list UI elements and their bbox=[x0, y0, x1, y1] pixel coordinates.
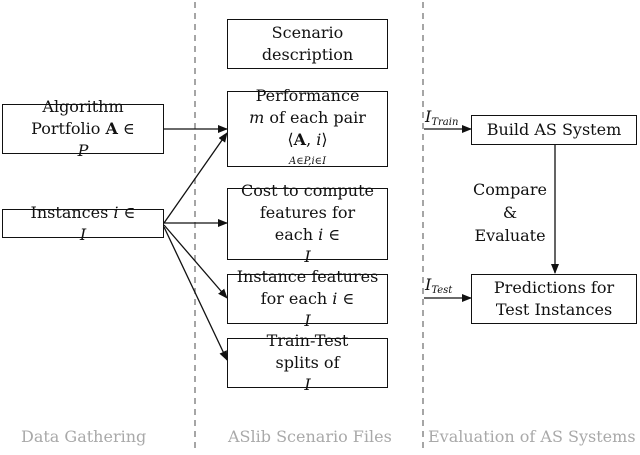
feature-cost-line-3: each i ∈ I bbox=[274, 225, 341, 266]
predictions-line-2: Test Instances bbox=[495, 300, 613, 319]
train-test-splits-box: Train-Test splits of I bbox=[227, 331, 388, 394]
instance-features-line-2: for each i ∈ I bbox=[260, 289, 355, 330]
caption-evaluation: Evaluation of AS Systems bbox=[428, 427, 636, 446]
instance-features-box: Instance features for each i ∈ I bbox=[227, 267, 388, 330]
algorithm-portfolio-line-1: Algorithm bbox=[42, 97, 124, 116]
train-set-label: ITrain bbox=[425, 107, 459, 128]
scenario-description-box: Scenario description bbox=[227, 19, 388, 69]
test-set-label: ITest bbox=[425, 275, 453, 296]
build-as-system-box: Build AS System bbox=[471, 115, 637, 145]
arrow-instances-to-features bbox=[163, 224, 228, 299]
instances-box: Instances i ∈ I bbox=[2, 203, 164, 244]
algorithm-portfolio-box: Algorithm Portfolio A ∈ P bbox=[2, 97, 164, 160]
compare-evaluate-label: Compare & Evaluate bbox=[470, 178, 550, 247]
instance-features-line-1: Instance features bbox=[236, 267, 379, 286]
instances-label: Instances i ∈ I bbox=[30, 202, 136, 244]
predictions-line-1: Predictions for bbox=[493, 278, 615, 297]
evaluate-label: Evaluate bbox=[474, 226, 546, 245]
feature-cost-box: Cost to compute features for each i ∈ I bbox=[227, 181, 388, 266]
predictions-box: Predictions for Test Instances bbox=[471, 274, 637, 324]
performance-line-2: m of each pair bbox=[249, 108, 366, 127]
caption-aslib-scenario-files: ASlib Scenario Files bbox=[228, 427, 392, 446]
train-test-splits-line-1: Train-Test bbox=[266, 331, 349, 350]
build-as-system-label: Build AS System bbox=[486, 120, 622, 139]
algorithm-portfolio-line-2: Portfolio A ∈ P bbox=[31, 119, 135, 160]
scenario-description-line-1: Scenario bbox=[271, 23, 344, 42]
caption-data-gathering: Data Gathering bbox=[21, 427, 147, 446]
train-test-splits-line-2: splits of I bbox=[275, 353, 340, 394]
performance-box: Performance m of each pair ⟨A, i⟩A∈P,i∈I bbox=[227, 86, 388, 167]
feature-cost-line-1: Cost to compute bbox=[241, 181, 374, 200]
feature-cost-line-2: features for bbox=[259, 203, 356, 222]
compare-label: Compare bbox=[473, 180, 547, 199]
arrow-instances-to-performance bbox=[163, 132, 228, 224]
arrow-instances-to-splits bbox=[163, 226, 228, 361]
performance-line-1: Performance bbox=[255, 86, 360, 105]
performance-line-3: ⟨A, i⟩A∈P,i∈I bbox=[287, 130, 328, 167]
scenario-description-line-2: description bbox=[261, 45, 354, 64]
ampersand-label: & bbox=[502, 203, 518, 222]
